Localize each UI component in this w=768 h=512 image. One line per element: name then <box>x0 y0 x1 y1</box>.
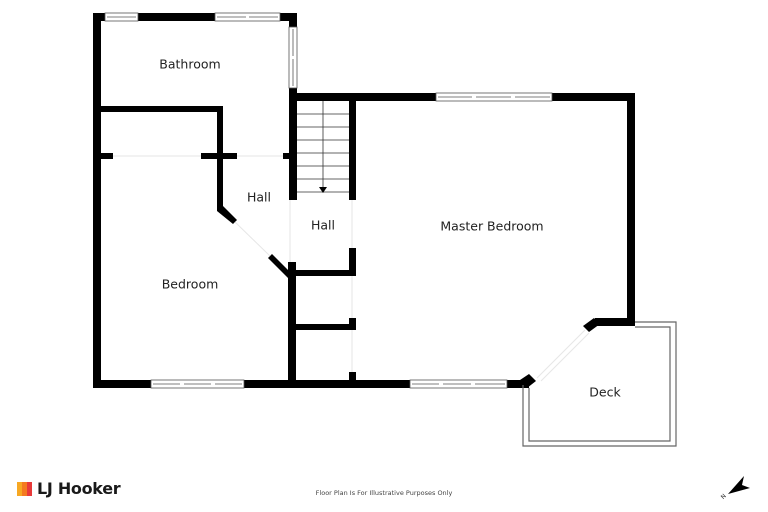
compass-label: N <box>720 493 728 500</box>
doorways <box>113 155 590 382</box>
windows <box>104 12 553 389</box>
room-label-deck: Deck <box>589 384 621 400</box>
room-label-hall-center: Hall <box>310 217 336 233</box>
disclaimer-text: Floor Plan Is For Illustrative Purposes … <box>315 489 453 497</box>
walls <box>93 13 635 388</box>
north-arrow-icon: N <box>720 476 750 500</box>
stair-direction-arrow-icon <box>319 187 327 193</box>
deck-outline <box>522 321 677 447</box>
room-label-bathroom: Bathroom <box>159 56 221 72</box>
lj-hooker-logo: LJ Hooker <box>17 479 121 498</box>
brand-name: LJ Hooker <box>37 479 121 498</box>
logo-mark-icon <box>17 481 32 496</box>
room-label-bedroom: Bedroom <box>161 276 219 292</box>
room-label-master-bedroom: Master Bedroom <box>440 218 544 234</box>
staircase <box>297 101 349 193</box>
room-label-hall-left: Hall <box>246 189 272 205</box>
